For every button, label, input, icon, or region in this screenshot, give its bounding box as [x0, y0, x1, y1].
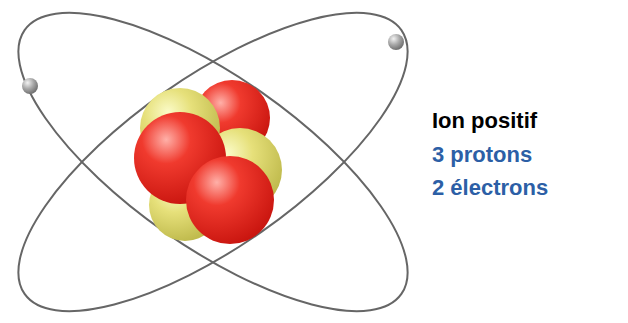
- electron: [22, 78, 38, 94]
- orbits: [0, 0, 450, 323]
- electron: [388, 34, 404, 50]
- nucleus: [134, 80, 282, 244]
- proton: [186, 156, 274, 244]
- particle-count: 3 protons: [432, 142, 532, 168]
- orbit: [0, 0, 450, 323]
- particle-count: 2 électrons: [432, 175, 548, 201]
- orbit: [0, 0, 450, 323]
- ion-title: Ion positif: [432, 108, 537, 134]
